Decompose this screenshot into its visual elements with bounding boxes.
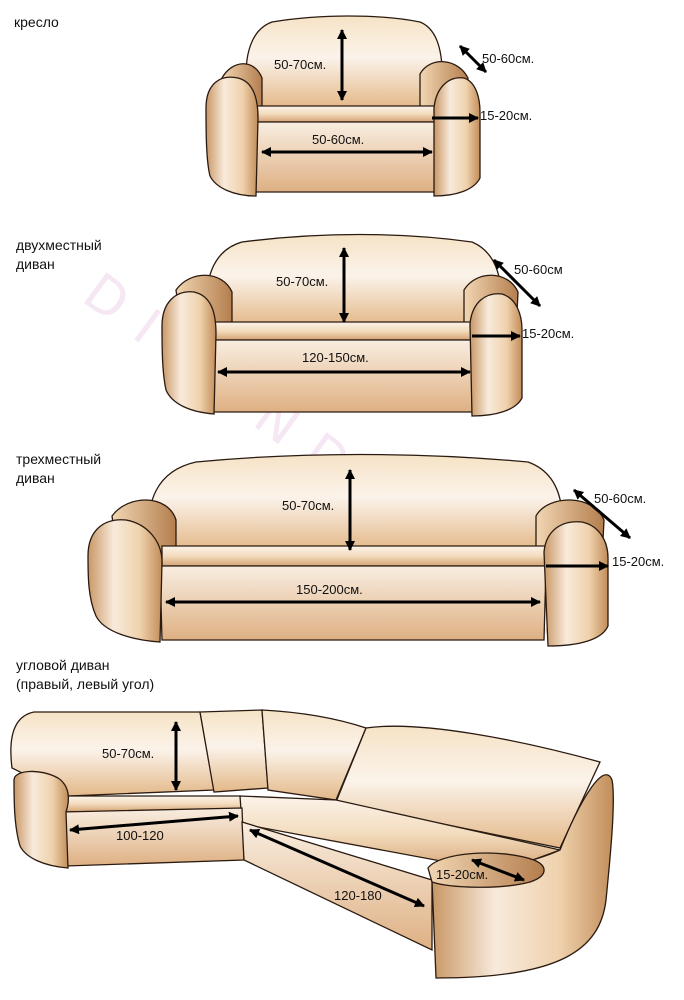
loveseat-arm-width-label: 15-20см. bbox=[522, 326, 574, 341]
corner-sofa-arrows bbox=[69, 721, 525, 908]
three-seat-seat-width-label: 150-200см. bbox=[296, 582, 363, 597]
loveseat-arm-depth-arrow bbox=[492, 258, 542, 308]
corner-arm-width-arrow bbox=[471, 858, 525, 882]
armchair-labels: 50-70см. 50-60см. 50-60см. 15-20см. bbox=[274, 51, 534, 147]
three-seat-drawing bbox=[87, 453, 609, 647]
loveseat-labels: 50-70см. 120-150см. 50-60см 15-20см. bbox=[276, 262, 574, 365]
corner-back-height-label: 50-70см. bbox=[102, 746, 154, 761]
loveseat-arrows bbox=[217, 247, 542, 377]
corner-right-seat-label: 120-180 bbox=[334, 888, 382, 903]
armchair-arm-depth-arrow bbox=[458, 44, 488, 74]
armchair-arm-width-label: 15-20см. bbox=[480, 108, 532, 123]
three-seat-labels: 50-70см. 150-200см. 50-60см. 15-20см. bbox=[282, 491, 664, 597]
corner-sofa-title: угловой диван(правый, левый угол) bbox=[16, 657, 155, 692]
armchair-title: кресло bbox=[14, 14, 59, 30]
loveseat-arm-depth-label: 50-60см bbox=[514, 262, 563, 277]
corner-sofa-labels: 50-70см. 100-120 120-180 15-20см. bbox=[102, 746, 488, 903]
corner-left-seat-label: 100-120 bbox=[116, 828, 164, 843]
armchair-back-height-label: 50-70см. bbox=[274, 57, 326, 72]
corner-arm-width-label: 15-20см. bbox=[436, 867, 488, 882]
corner-left-seat-arrow bbox=[69, 811, 239, 835]
three-seat-arm-depth-label: 50-60см. bbox=[594, 491, 646, 506]
armchair-seat-width-label: 50-60см. bbox=[312, 132, 364, 147]
corner-right-seat-arrow bbox=[249, 828, 425, 908]
loveseat-seat-width-label: 120-150см. bbox=[302, 350, 369, 365]
armchair-arrows bbox=[261, 29, 488, 157]
loveseat-drawing bbox=[161, 233, 523, 417]
three-seat-arrows bbox=[165, 469, 631, 607]
three-seat-arm-depth-arrow bbox=[573, 488, 631, 540]
three-seat-back-height-label: 50-70см. bbox=[282, 498, 334, 513]
loveseat-back-height-label: 50-70см. bbox=[276, 274, 328, 289]
armchair-arm-depth-label: 50-60см. bbox=[482, 51, 534, 66]
three-seat-arm-width-label: 15-20см. bbox=[612, 554, 664, 569]
